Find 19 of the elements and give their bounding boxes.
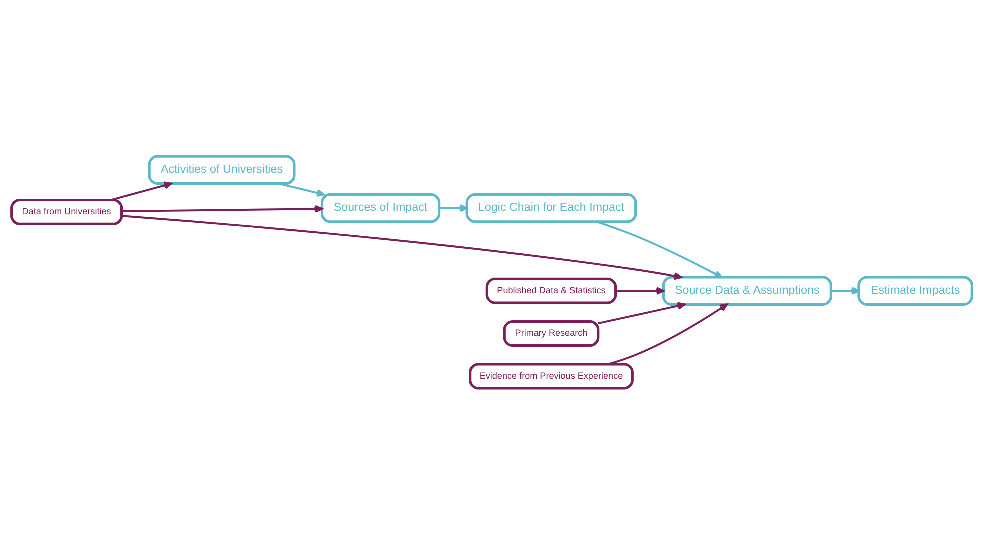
arrow bbox=[831, 286, 860, 294]
arrow bbox=[616, 286, 665, 294]
node-box: Primary Research bbox=[503, 320, 600, 347]
node-box: Evidence from Previous Experience bbox=[469, 362, 634, 390]
arrow bbox=[598, 302, 686, 324]
node-box: Published Data & Statistics bbox=[486, 277, 618, 304]
arrow bbox=[608, 303, 728, 365]
node-box: Activities of Universities bbox=[148, 154, 296, 185]
node-box: Estimate Impacts bbox=[858, 276, 974, 306]
node-box: Sources of Impact bbox=[320, 192, 441, 223]
node-box: Source Data & Assumptions bbox=[662, 276, 832, 306]
arrow bbox=[122, 214, 682, 280]
node-box: Logic Chain for Each Impact bbox=[466, 192, 638, 223]
arrow bbox=[122, 204, 324, 212]
arrow bbox=[440, 204, 468, 212]
arrow bbox=[278, 182, 325, 196]
node-box: Data from Universities bbox=[10, 198, 124, 225]
arrow bbox=[596, 220, 723, 278]
arrow bbox=[111, 181, 172, 201]
